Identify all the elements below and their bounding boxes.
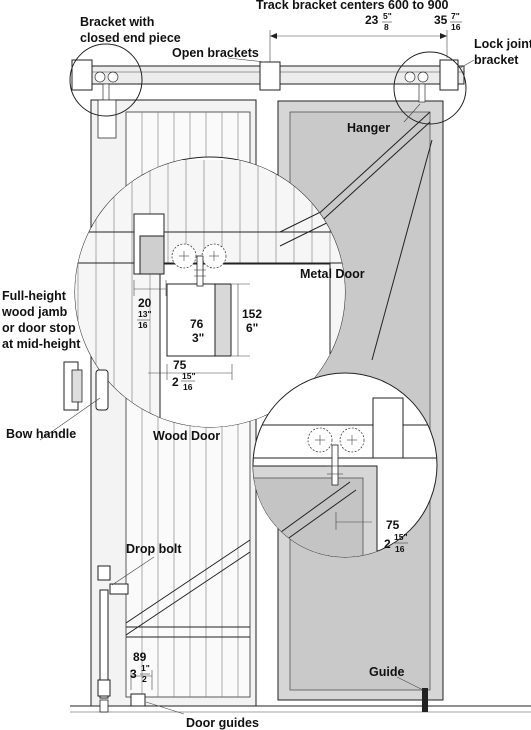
dim-track-b-num: 7" (451, 11, 460, 21)
label-jamb-2: wood jamb (1, 305, 68, 319)
label-jamb-1: Full-height (2, 289, 67, 303)
detail-circle-lock-joint (393, 51, 467, 125)
detail-circle-metal-hanger (252, 372, 438, 558)
lock-joint-bracket (439, 59, 459, 91)
guide (422, 688, 428, 712)
leader-lines (39, 57, 475, 715)
dim-75a-den: 16 (183, 382, 193, 392)
dim-76: 76 (190, 317, 204, 331)
top-hangers (94, 71, 429, 139)
detail-circle-hanger (74, 156, 346, 428)
dim-89: 89 (133, 650, 147, 664)
label-lock-joint-2: bracket (474, 53, 519, 67)
label-bracket-closed-2: closed end piece (80, 31, 181, 45)
bow-handle (95, 369, 109, 411)
label-guide: Guide (369, 665, 404, 679)
label-open-brackets: Open brackets (172, 46, 259, 60)
dim-track-a-whole: 23 (365, 13, 379, 27)
detail-circle-closed-bracket (69, 43, 143, 117)
dim-75a-whole: 2 (172, 375, 179, 389)
label-door-guides: Door guides (186, 716, 259, 730)
door-guides (130, 670, 153, 707)
closed-end-bracket (71, 59, 93, 91)
label-hanger: Hanger (347, 121, 390, 135)
dim-20: 20 (138, 296, 152, 310)
dim-75b-den: 16 (395, 544, 405, 554)
drop-bolt (97, 565, 129, 713)
floor (70, 705, 531, 713)
label-lock-joint-1: Lock joint (474, 37, 531, 51)
track-centers-dimension (269, 30, 448, 62)
detail-a-dimensions (133, 280, 250, 380)
label-bracket-closed-1: Bracket with (80, 15, 154, 29)
dim-20-num: 13" (138, 309, 152, 319)
dim-75b-num: 15" (394, 532, 408, 542)
dim-20-den: 16 (138, 320, 148, 330)
dim-89-num: 1" (141, 663, 150, 673)
label-jamb-3: or door stop (2, 321, 76, 335)
dim-89-den: 2 (142, 674, 147, 684)
dim-76-in: 3" (192, 331, 204, 345)
label-metal-door: Metal Door (300, 267, 365, 281)
open-bracket (259, 61, 281, 91)
label-wood-door: Wood Door (153, 429, 220, 443)
dim-75b: 75 (386, 518, 400, 532)
dim-75a: 75 (173, 358, 187, 372)
dim-152: 152 (242, 307, 262, 321)
label-drop-bolt: Drop bolt (126, 542, 182, 556)
dim-89-whole: 3 (130, 667, 137, 681)
dim-track-a-num: 5" (383, 11, 392, 21)
dim-track-a-den: 8 (384, 22, 389, 32)
label-bow-handle: Bow handle (6, 427, 76, 441)
door-stop-hardware (63, 361, 83, 411)
dim-track-b-den: 16 (451, 22, 461, 32)
dim-75b-whole: 2 (384, 537, 391, 551)
dim-75a-num: 15" (182, 371, 196, 381)
label-track-centers: Track bracket centers 600 to 900 (256, 0, 449, 12)
dim-152-in: 6" (246, 321, 258, 335)
dim-track-b-whole: 35 (434, 13, 448, 27)
label-jamb-4: at mid-height (2, 337, 81, 351)
